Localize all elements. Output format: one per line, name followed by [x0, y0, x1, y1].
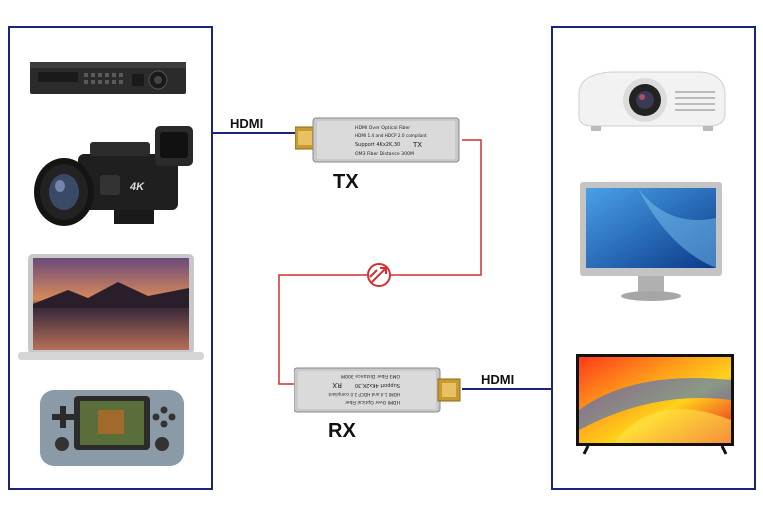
- hdmi-input-label: HDMI: [230, 116, 264, 131]
- tx-line1: HDMI Over Optical Fiber: [355, 125, 410, 131]
- laptop-image: [18, 254, 204, 360]
- television-image: [576, 354, 734, 455]
- projector-image: [578, 71, 726, 131]
- rx-line1: HDMI Over Optical Fiber: [345, 399, 400, 405]
- fiber-link-icon: [367, 263, 391, 287]
- rx-receiver-module: HDMI Over Optical Fiber HDMI 1.4 and HDC…: [294, 367, 461, 413]
- 4k-camcorder-image: 4K: [34, 126, 193, 226]
- tx-label: TX: [333, 171, 359, 193]
- camcorder-4k-badge: 4K: [129, 181, 145, 193]
- tx-line2: HDMI 1.4 and HDCP 2.0 compliant: [355, 133, 427, 138]
- tx-line3: Support 4Kx2K,30: [355, 142, 400, 148]
- rx-label: RX: [328, 420, 356, 442]
- desktop-monitor-image: [580, 182, 722, 301]
- tx-line4: OM3 Fiber Distance 300M: [355, 151, 414, 157]
- handheld-game-console-image: [40, 390, 184, 466]
- rx-line2: HDMI 1.4 and HDCP 2.0 compliant: [328, 392, 400, 397]
- rx-line3-tag: RX: [332, 381, 342, 389]
- fiber-optic-cable: [278, 139, 482, 385]
- tx-line3-tag: TX: [412, 141, 422, 149]
- tx-transmitter-module: HDMI Over Optical Fiber HDMI 1.4 and HDC…: [295, 117, 460, 163]
- rx-line4: OM3 Fiber Distance 300M: [341, 373, 400, 379]
- dvr-recorder-image: [30, 62, 186, 94]
- hdmi-output-label: HDMI: [481, 372, 515, 387]
- rx-line3: Support 4Kx2K,30: [355, 382, 400, 388]
